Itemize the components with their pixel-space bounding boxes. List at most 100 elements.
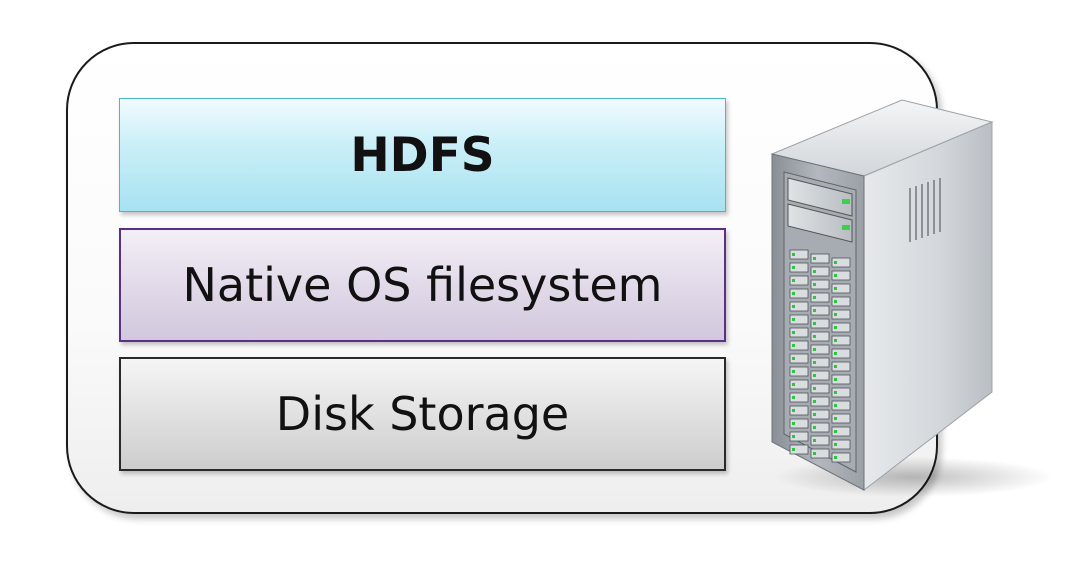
disk-slot [810,331,830,342]
disk-slot [789,405,809,416]
disk-led [834,430,837,433]
disk-slot [831,361,851,372]
disk-led [834,443,837,446]
disk-slot [831,270,851,281]
disk-slot [789,431,809,442]
disk-led [813,426,816,429]
layer-native-os-filesystem-label: Native OS filesystem [182,258,663,312]
disk-led [834,352,837,355]
disk-slot [789,340,809,351]
disk-led [813,270,816,273]
disk-slot [789,418,809,429]
disk-slot [831,322,851,333]
disk-led [834,261,837,264]
disk-slot [810,292,830,303]
disk-slot [810,422,830,433]
disk-slot [810,344,830,355]
disk-led [813,439,816,442]
disk-slot [789,288,809,299]
disk-slot [831,348,851,359]
disk-slot [831,413,851,424]
disk-led [813,452,816,455]
disk-led [792,253,795,256]
disk-led [834,300,837,303]
disk-slot [810,266,830,277]
disk-led [792,383,795,386]
disk-led [834,274,837,277]
disk-led [792,435,795,438]
disk-led [834,287,837,290]
disk-led [792,305,795,308]
disk-led [813,374,816,377]
disk-led [792,448,795,451]
disk-slot [831,439,851,450]
disk-slot [810,357,830,368]
disk-slot [789,301,809,312]
disk-slot [810,383,830,394]
disk-slot [810,253,830,264]
disk-led [792,370,795,373]
disk-slot [810,435,830,446]
disk-led [792,331,795,334]
disk-led [792,396,795,399]
disk-slot [810,448,830,459]
disk-slot [789,275,809,286]
disk-slot [831,309,851,320]
disk-slot [810,318,830,329]
disk-slot [831,426,851,437]
disk-led [834,417,837,420]
disk-led [792,344,795,347]
disk-led [834,339,837,342]
disk-slot [789,444,809,455]
disk-led [813,400,816,403]
disk-led [792,357,795,360]
disk-led [834,326,837,329]
layer-disk-storage: Disk Storage [119,357,726,471]
disk-slot [789,262,809,273]
layer-disk-storage-label: Disk Storage [275,387,570,441]
disk-led [792,266,795,269]
disk-led [834,404,837,407]
disk-slot [789,366,809,377]
disk-led [834,313,837,316]
disk-led [813,283,816,286]
disk-led [813,413,816,416]
disk-led [813,309,816,312]
disk-slot [810,370,830,381]
disk-led [813,348,816,351]
disk-slot [831,387,851,398]
disk-led [792,279,795,282]
disk-led [813,257,816,260]
layer-hdfs: HDFS [119,98,726,212]
disk-led [792,409,795,412]
disk-slot [789,249,809,260]
disk-slot [789,353,809,364]
disk-slot [831,283,851,294]
disk-slot [789,327,809,338]
disk-led [792,318,795,321]
disk-slot [831,335,851,346]
disk-led [834,365,837,368]
disk-led [813,296,816,299]
disk-slot [831,296,851,307]
server-tower-icon [770,99,1054,497]
disk-slot [789,379,809,390]
disk-slot [810,409,830,420]
layer-native-os-filesystem: Native OS filesystem [119,228,726,342]
disk-slot [831,374,851,385]
disk-led [813,387,816,390]
disk-slot [789,392,809,403]
disk-slot [810,279,830,290]
disk-led [792,292,795,295]
layer-hdfs-label: HDFS [350,127,495,183]
disk-slot [810,305,830,316]
disk-led [813,361,816,364]
disk-led [834,378,837,381]
disk-led [834,391,837,394]
disk-slot [810,396,830,407]
disk-slot [831,400,851,411]
disk-slot [831,257,851,268]
disk-grid [789,249,851,463]
disk-slot [789,314,809,325]
disk-led [834,456,837,459]
